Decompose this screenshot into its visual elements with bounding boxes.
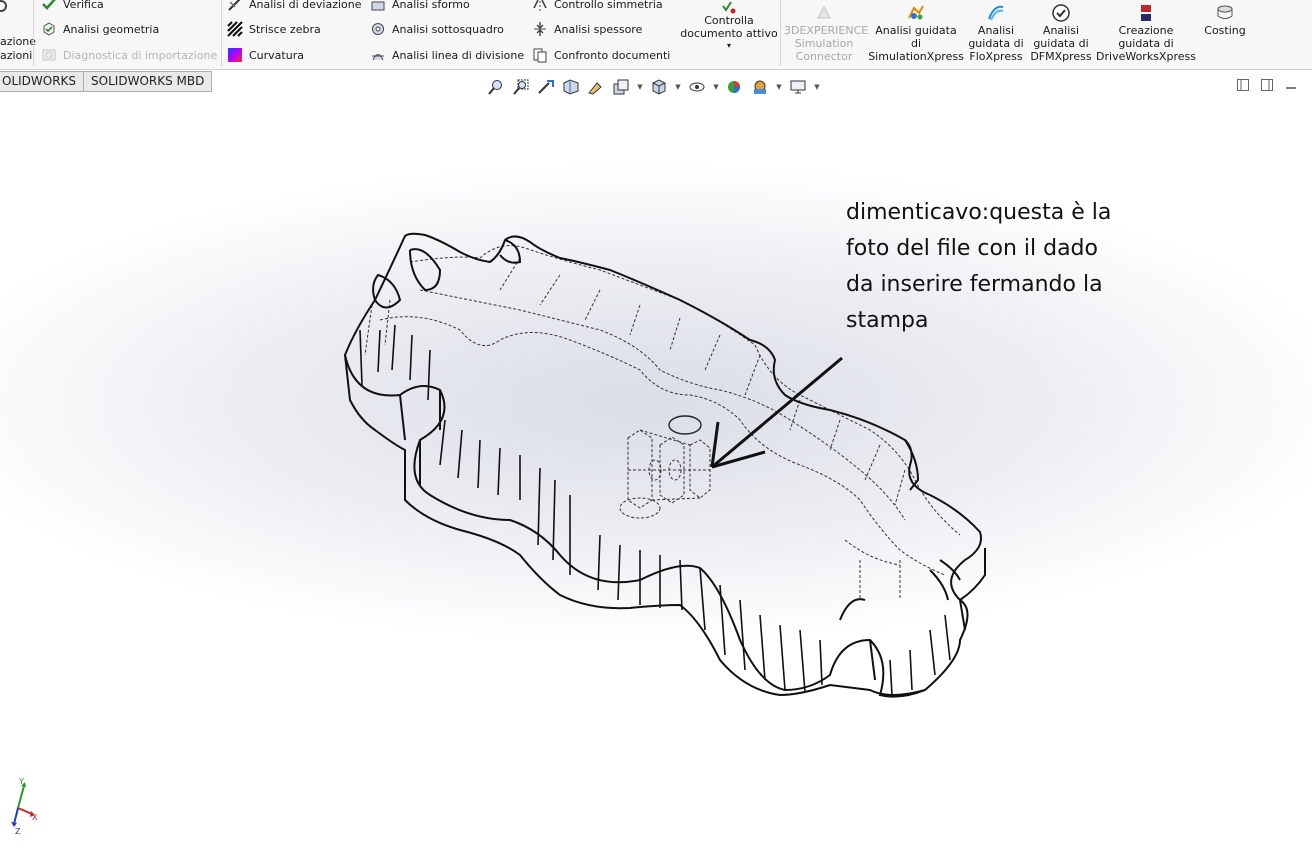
controlla-documento-attivo-button[interactable]: Controlla documento attivo ▾ bbox=[680, 0, 778, 52]
view-settings-icon[interactable] bbox=[788, 78, 808, 96]
symmetry-icon bbox=[531, 0, 548, 13]
viewport-window-controls bbox=[1236, 78, 1298, 92]
partial-command-label[interactable]: azione azioni bbox=[0, 35, 37, 62]
zoom-to-fit-icon[interactable] bbox=[486, 78, 506, 96]
chevron-down-icon[interactable]: ▾ bbox=[726, 41, 731, 50]
reference-triad-icon: Y X Z bbox=[11, 777, 38, 836]
floxpress-button[interactable]: Analisi guidata di FloXpress bbox=[966, 2, 1026, 63]
confronto-documenti-button[interactable]: Confronto documenti bbox=[531, 45, 670, 65]
apply-scene-icon[interactable] bbox=[750, 78, 770, 96]
split-right-icon[interactable] bbox=[1260, 78, 1274, 92]
analisi-geometria-button[interactable]: Analisi geometria bbox=[40, 19, 159, 39]
simulationxpress-button[interactable]: Analisi guidata di SimulationXpress bbox=[866, 2, 966, 63]
tab-solidworks-mbd[interactable]: SOLIDWORKS MBD bbox=[84, 71, 213, 92]
display-style-icon[interactable] bbox=[649, 78, 669, 96]
analisi-sformo-button[interactable]: Analisi sformo bbox=[369, 0, 470, 14]
diagnostica-importazione-button[interactable]: Diagnostica di importazione bbox=[40, 45, 217, 65]
previous-view-icon[interactable] bbox=[536, 78, 556, 96]
controllo-simmetria-button[interactable]: Controllo simmetria bbox=[531, 0, 663, 14]
check-document-icon bbox=[680, 0, 778, 14]
simulationxpress-icon bbox=[866, 2, 966, 24]
thickness-icon bbox=[531, 21, 548, 38]
costing-icon bbox=[1200, 2, 1250, 24]
floxpress-icon bbox=[966, 2, 1026, 24]
edit-appearance-icon[interactable] bbox=[725, 78, 745, 96]
command-manager-ribbon: azione azioni Verifica Analisi geometria… bbox=[0, 0, 1312, 70]
undercut-icon bbox=[369, 21, 386, 38]
curvatura-button[interactable]: Curvatura bbox=[226, 45, 304, 65]
driveworksxpress-button[interactable]: Creazione guidata di DriveWorksXpress bbox=[1096, 2, 1196, 63]
wireframe-part-model bbox=[343, 232, 986, 698]
analisi-spessore-button[interactable]: Analisi spessore bbox=[531, 19, 642, 39]
chevron-down-icon[interactable]: ▼ bbox=[675, 83, 681, 91]
section-view-icon[interactable] bbox=[561, 78, 581, 96]
hide-show-items-icon[interactable] bbox=[687, 78, 707, 96]
chevron-down-icon[interactable]: ▼ bbox=[776, 83, 782, 91]
costing-button[interactable]: Costing bbox=[1200, 2, 1250, 37]
compare-icon bbox=[531, 47, 548, 64]
minimize-icon[interactable] bbox=[1284, 78, 1298, 92]
analisi-deviazione-button[interactable]: Analisi di deviazione bbox=[226, 0, 362, 14]
analisi-sottosquadro-button[interactable]: Analisi sottosquadro bbox=[369, 19, 504, 39]
chevron-down-icon[interactable]: ▼ bbox=[713, 83, 719, 91]
view-orientation-icon[interactable] bbox=[611, 78, 631, 96]
3dx-connector-icon bbox=[784, 2, 864, 24]
zoom-to-area-icon[interactable] bbox=[511, 78, 531, 96]
deviation-icon bbox=[226, 0, 243, 13]
3dexperience-simulation-connector-button: 3DEXPERIENCE Simulation Connector bbox=[784, 2, 868, 63]
parting-line-icon bbox=[369, 47, 386, 64]
curvature-icon bbox=[226, 47, 243, 64]
dfmxpress-icon bbox=[1028, 2, 1094, 24]
dynamic-annotation-icon[interactable] bbox=[586, 78, 606, 96]
driveworksxpress-icon bbox=[1096, 2, 1196, 24]
annotation-note: dimenticavo:questa è la foto del file co… bbox=[846, 200, 1112, 333]
analisi-linea-divisione-button[interactable]: Analisi linea di divisione bbox=[369, 45, 524, 65]
zebra-icon bbox=[226, 21, 243, 38]
graphics-area[interactable]: ▼ ▼ ▼ ▼ ▼ dimenticavo:questa è la foto d… bbox=[0, 79, 1312, 864]
triad-z-label: Z bbox=[15, 827, 21, 836]
split-left-icon[interactable] bbox=[1236, 78, 1250, 92]
triad-y-label: Y bbox=[18, 777, 24, 786]
chevron-down-icon[interactable]: ▼ bbox=[637, 83, 643, 91]
chevron-down-icon[interactable]: ▼ bbox=[814, 83, 820, 91]
heads-up-view-toolbar: ▼ ▼ ▼ ▼ ▼ bbox=[486, 77, 821, 97]
tab-solidworks[interactable]: OLIDWORKS bbox=[0, 71, 85, 92]
import-diagnostics-icon bbox=[40, 47, 57, 64]
triad-x-label: X bbox=[32, 813, 38, 822]
check-icon bbox=[40, 0, 57, 13]
dfmxpress-button[interactable]: Analisi guidata di DFMXpress bbox=[1028, 2, 1094, 63]
command-tabs: OLIDWORKS SOLIDWORKS MBD bbox=[0, 71, 213, 93]
strisce-zebra-button[interactable]: Strisce zebra bbox=[226, 19, 321, 39]
geometry-check-icon bbox=[40, 21, 57, 38]
partial-tool-icon[interactable] bbox=[0, 0, 9, 16]
annotation-arrow bbox=[710, 356, 843, 469]
verifica-button[interactable]: Verifica bbox=[40, 0, 104, 14]
draft-analysis-icon bbox=[369, 0, 386, 13]
